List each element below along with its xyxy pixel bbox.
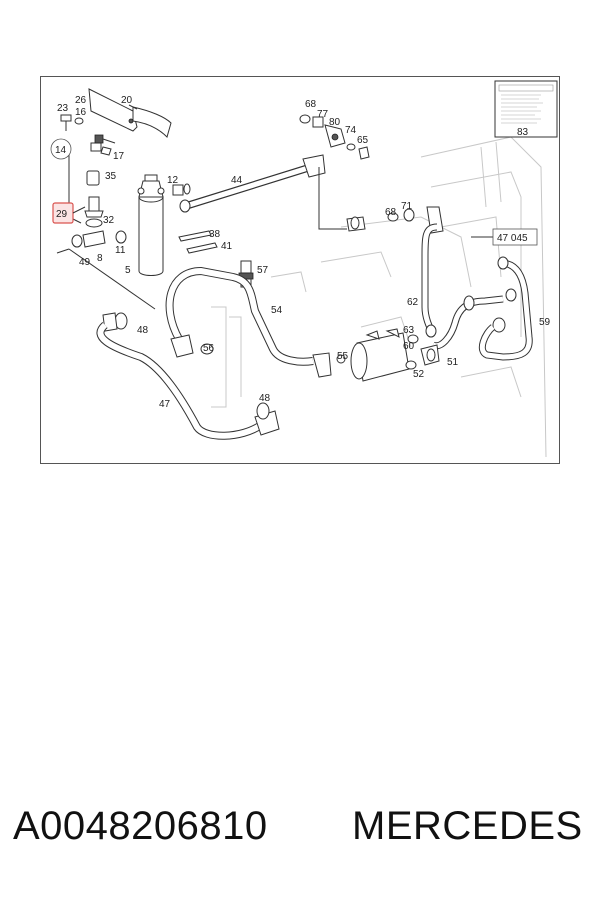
- washer-74: [346, 143, 356, 151]
- label-35: 35: [105, 171, 117, 182]
- bracket-20: [88, 88, 172, 138]
- label-48-lower: 48: [259, 393, 271, 404]
- label-59: 59: [539, 317, 551, 328]
- label-11: 11: [115, 245, 126, 256]
- pipe-44: [179, 154, 326, 213]
- bolt-65: [358, 146, 370, 160]
- label-14: 14: [55, 145, 67, 156]
- cap-35: [86, 170, 100, 186]
- label-8: 8: [97, 253, 103, 264]
- label-16: 16: [75, 107, 87, 118]
- o-ring-52: [405, 360, 417, 370]
- pipe-60: [431, 295, 506, 350]
- bolt-23: [60, 114, 72, 131]
- label-48-upper: 48: [137, 325, 149, 336]
- label-12: 12: [167, 175, 179, 186]
- label-83: 83: [517, 127, 529, 138]
- parts-diagram: 83: [40, 76, 560, 464]
- strip-41: [186, 242, 218, 254]
- label-26: 26: [75, 95, 87, 106]
- nut-68-right: [387, 212, 399, 222]
- label-68-right: 68: [385, 207, 397, 218]
- part-number-text: A0048206810: [13, 804, 268, 848]
- caption-footer: A0048206810 MERCEDES: [0, 804, 600, 864]
- union-8: [71, 230, 106, 248]
- placard-83: 83: [494, 80, 558, 138]
- label-80: 80: [329, 117, 341, 128]
- fitting-11: [115, 230, 127, 244]
- compressor-55: [336, 328, 410, 382]
- label-65: 65: [357, 135, 369, 146]
- callout-14: 14: [50, 138, 72, 160]
- label-51: 51: [447, 357, 459, 368]
- label-57: 57: [257, 265, 269, 276]
- label-47: 47: [159, 399, 171, 410]
- label-55: 55: [337, 351, 349, 362]
- fitting-near-44: [346, 216, 366, 232]
- label-56: 56: [203, 343, 215, 354]
- label-32: 32: [103, 215, 115, 226]
- valve-32: [84, 196, 104, 228]
- brand-text: MERCEDES: [352, 804, 583, 848]
- hose-54: [165, 266, 332, 378]
- clamp-77: [312, 116, 324, 128]
- strip-38: [178, 230, 212, 242]
- pipe-62: [421, 223, 438, 338]
- clip-71: [403, 208, 415, 222]
- label-62: 62: [407, 297, 419, 308]
- receiver-drier-5: [137, 174, 165, 276]
- bracket-80: [324, 124, 346, 148]
- label-20: 20: [121, 95, 133, 106]
- washer-26: [74, 117, 84, 125]
- o-ring-48-upper: [102, 312, 128, 332]
- label-44: 44: [231, 175, 243, 186]
- callout-47045: 47 045: [471, 228, 538, 246]
- fitting-56: [170, 334, 214, 358]
- label-47045: 47 045: [497, 233, 528, 244]
- label-38: 38: [209, 229, 221, 240]
- background-body-outline: [211, 136, 547, 458]
- hose-47: [96, 321, 280, 440]
- pipe-59: [478, 256, 533, 361]
- fitting-51: [420, 344, 440, 366]
- label-29: 29: [56, 209, 68, 220]
- label-49: 49: [79, 257, 91, 268]
- fitting-12: [172, 183, 191, 196]
- label-63: 63: [403, 325, 415, 336]
- label-54: 54: [271, 305, 283, 316]
- nut-68-upper: [299, 114, 311, 124]
- label-77: 77: [317, 109, 329, 120]
- pressure-switch-16: [90, 134, 116, 156]
- label-60: 60: [403, 341, 415, 352]
- label-5: 5: [125, 265, 131, 276]
- label-52: 52: [413, 369, 425, 380]
- label-41: 41: [221, 241, 233, 252]
- o-ring-63: [407, 334, 419, 344]
- callout-29-highlighted: 29: [52, 202, 74, 224]
- label-17: 17: [113, 151, 125, 162]
- label-68-upper: 68: [305, 99, 317, 110]
- label-23: 23: [57, 103, 69, 114]
- label-71: 71: [401, 201, 413, 212]
- diagram-canvas: 83: [50, 80, 558, 458]
- label-74: 74: [345, 125, 357, 136]
